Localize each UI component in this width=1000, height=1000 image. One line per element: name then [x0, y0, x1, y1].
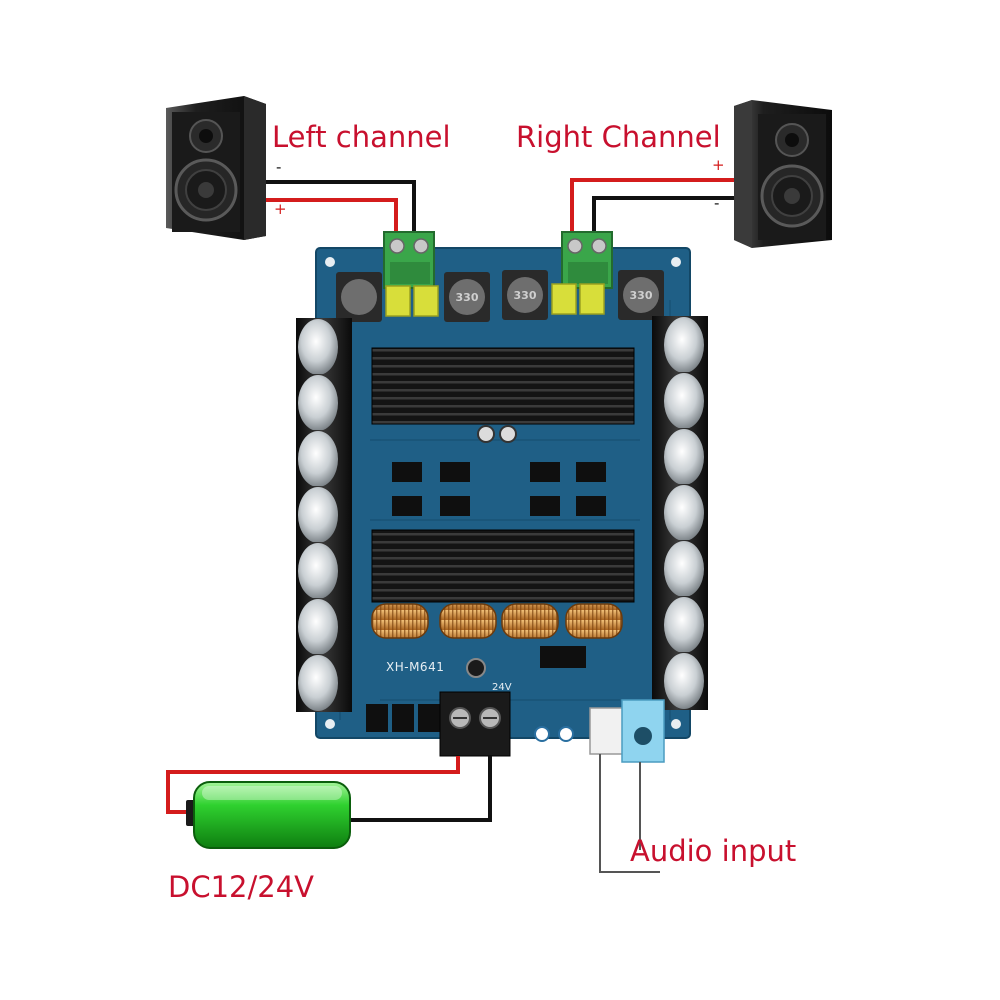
battery-icon — [186, 781, 351, 849]
audio-input-wires — [599, 754, 660, 873]
power-inductors — [336, 270, 664, 322]
left-plus-sign: + — [274, 200, 287, 218]
right-minus-sign: - — [714, 194, 720, 212]
right-channel-label: Right Channel — [516, 120, 721, 154]
audio-input-label: Audio input — [630, 834, 797, 868]
toroid-coils — [371, 603, 623, 639]
trim-potentiometers — [534, 726, 574, 742]
voltage-marking: 24V — [492, 682, 512, 693]
inductor-marking-2: 330 — [514, 289, 537, 302]
left-speaker-wires — [266, 180, 416, 242]
right-speaker — [734, 100, 832, 248]
board-model-label: XH-M641 — [386, 660, 445, 674]
left-minus-sign: - — [276, 158, 282, 176]
power-supply-label: DC12/24V — [168, 870, 314, 904]
left-capacitor-column — [296, 318, 352, 712]
inductor-marking-1: 330 — [456, 291, 479, 304]
right-capacitor-column — [652, 316, 708, 710]
upper-heatsink — [371, 347, 635, 425]
right-speaker-wires — [570, 178, 734, 242]
lower-heatsink — [371, 529, 635, 603]
film-capacitors — [385, 283, 605, 317]
left-channel-label: Left channel — [272, 120, 451, 154]
power-wires — [166, 756, 492, 822]
left-speaker — [166, 96, 266, 240]
inductor-marking-3: 330 — [630, 289, 653, 302]
audio-input-connector — [589, 699, 665, 763]
right-plus-sign: + — [712, 156, 725, 174]
smd-components — [366, 462, 606, 732]
power-terminal-block — [439, 691, 511, 757]
small-electrolytics — [466, 425, 517, 678]
left-output-terminal — [383, 231, 435, 289]
right-output-terminal — [561, 231, 613, 289]
